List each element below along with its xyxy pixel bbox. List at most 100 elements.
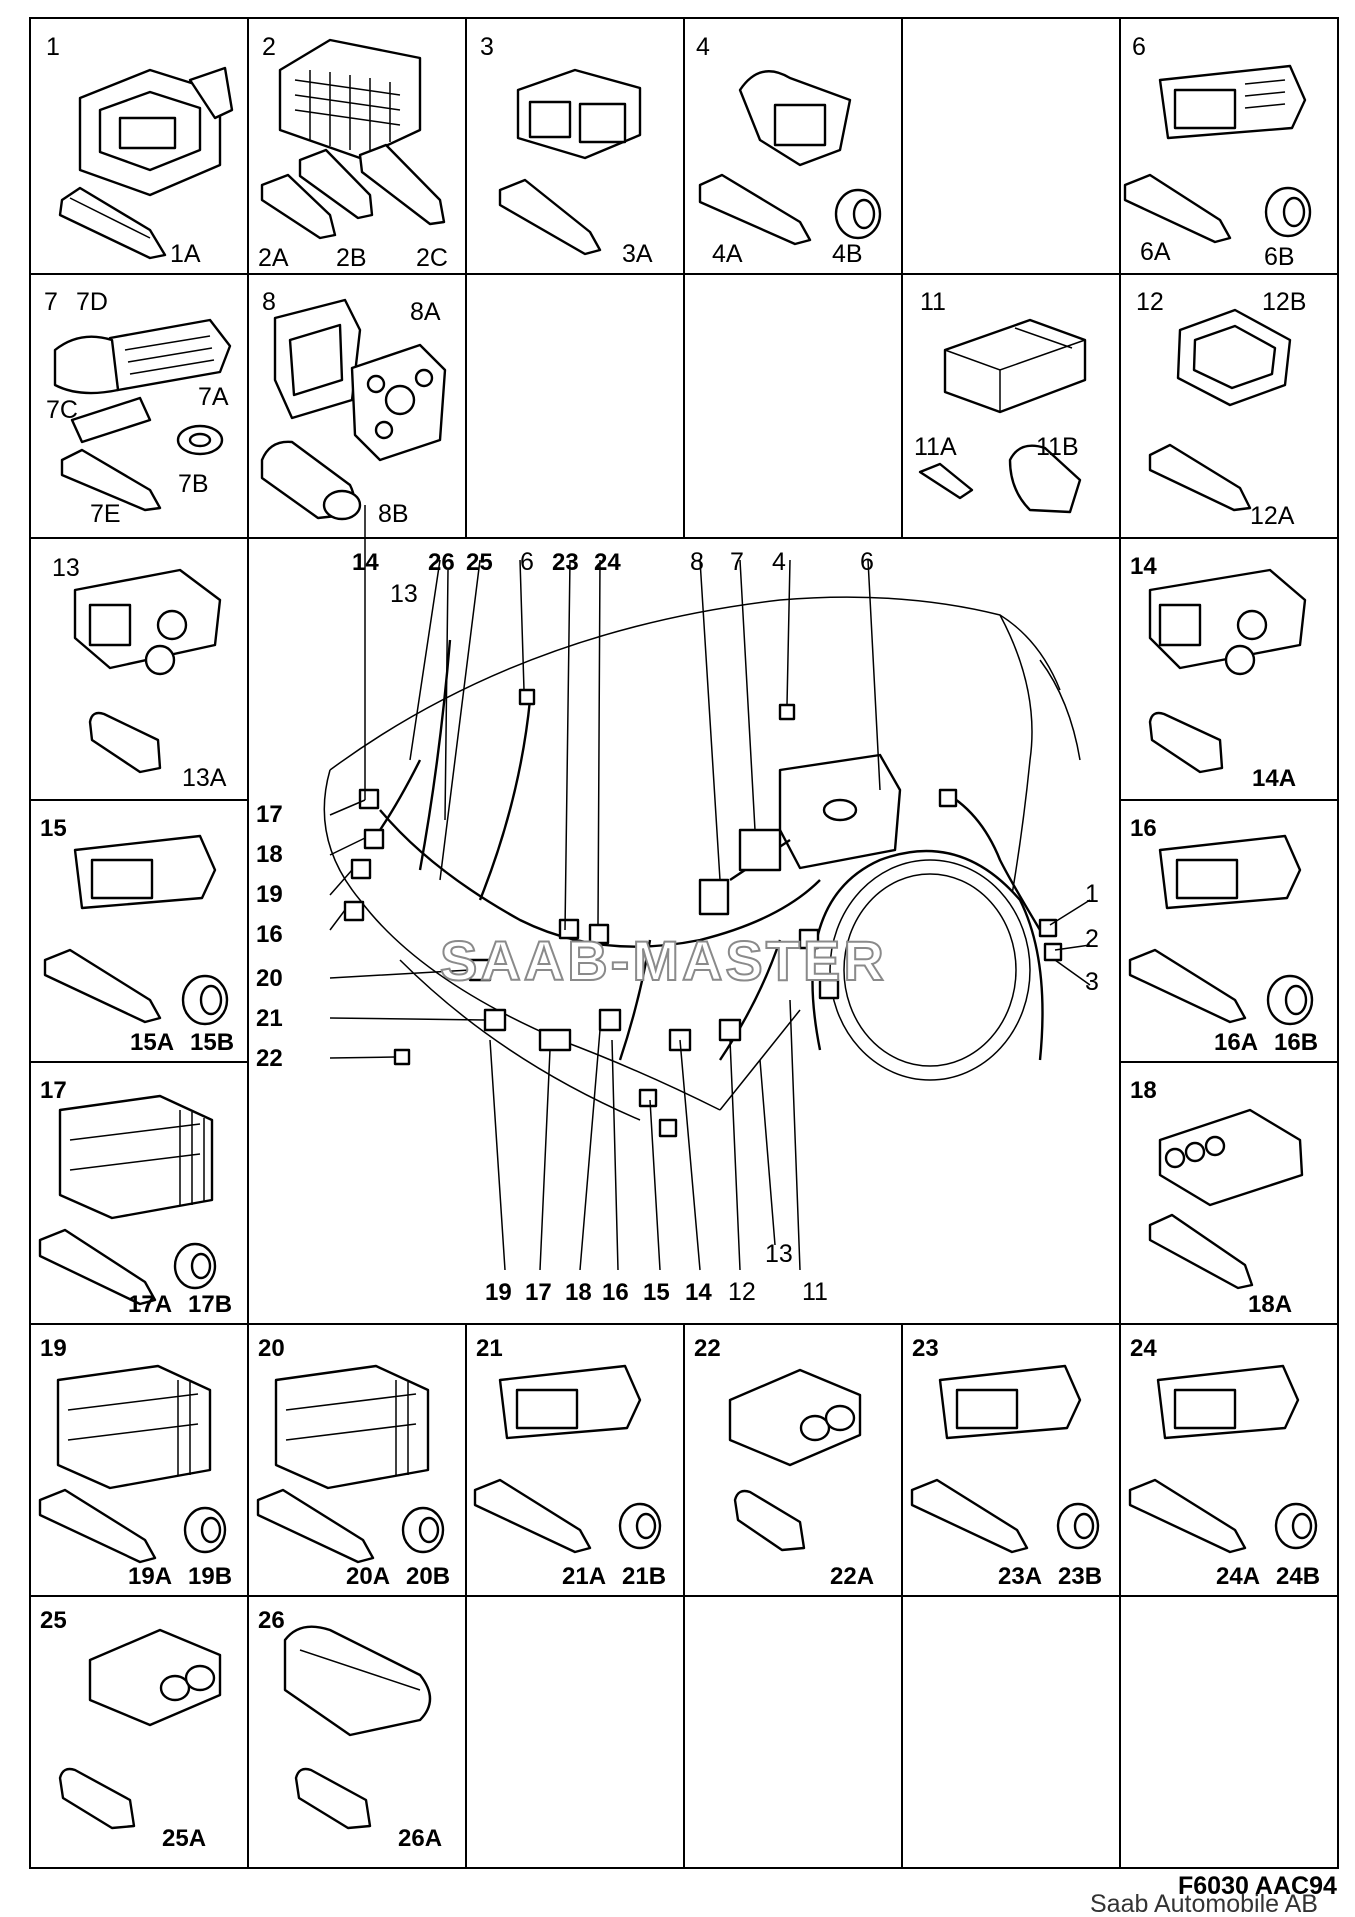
label-19b: 19B (188, 1563, 232, 1590)
label-7: 7 (44, 288, 58, 316)
label-19: 19 (40, 1335, 67, 1362)
label-7c: 7C (46, 396, 78, 424)
cell-24-frame (1119, 1323, 1339, 1597)
label-4a: 4A (712, 240, 743, 268)
connector-14-icon (1148, 568, 1307, 774)
label-17: 17 (40, 1077, 67, 1104)
callout-top-25: 25 (466, 549, 493, 576)
connector-18-icon (1148, 1108, 1304, 1290)
connector-26-icon (283, 1625, 432, 1830)
connector-13-icon (73, 568, 222, 774)
label-16b: 16B (1274, 1029, 1318, 1056)
cell-10-frame (683, 273, 903, 539)
label-15b: 15B (190, 1029, 234, 1056)
cell-25-frame (29, 1595, 249, 1869)
callout-left-18: 18 (256, 841, 283, 868)
connector-2-icon (260, 38, 446, 240)
part-labels: 1 1A 2 2A 2B 2C 3 3A 4 4A 4B 6 6A 6B 7 7… (40, 33, 1320, 1852)
callout-top-4: 4 (772, 548, 786, 576)
label-24b: 24B (1276, 1563, 1320, 1590)
callout-left-17: 17 (256, 801, 283, 828)
label-3a: 3A (622, 240, 653, 268)
label-6: 6 (1132, 33, 1146, 61)
callout-left-19: 19 (256, 881, 283, 908)
connector-17-icon (38, 1094, 217, 1306)
connector-1-icon (58, 66, 234, 260)
label-18a: 18A (1248, 1291, 1292, 1318)
callout-top-7: 7 (730, 548, 744, 576)
vehicle-harness-illustration (323, 505, 1091, 1271)
watermark: SAAB-MASTER (440, 929, 887, 992)
callout-left-21: 21 (256, 1005, 283, 1032)
label-8a: 8A (410, 298, 441, 326)
label-1: 1 (46, 33, 60, 61)
callout-right-3: 3 (1085, 968, 1099, 996)
callout-bottom-17: 17 (525, 1279, 552, 1306)
label-6b: 6B (1264, 243, 1295, 271)
label-23: 23 (912, 1335, 939, 1362)
label-17b: 17B (188, 1291, 232, 1318)
label-21b: 21B (622, 1563, 666, 1590)
cell-9-frame (465, 273, 685, 539)
label-16: 16 (1130, 815, 1157, 842)
callout-bottom-12: 12 (728, 1278, 756, 1306)
connector-11-icon (918, 318, 1087, 514)
callout-bottom-16: 16 (602, 1279, 629, 1306)
figure-code: F6030 AAC94 (1178, 1872, 1337, 1900)
callout-right-1: 1 (1085, 880, 1099, 908)
cell-23-frame (901, 1323, 1121, 1597)
connector-15-icon (43, 834, 229, 1026)
connector-3-icon (498, 68, 642, 256)
connector-8-icon (260, 298, 447, 521)
callout-bottom-15: 15 (643, 1279, 670, 1306)
callout-top-24: 24 (594, 549, 621, 576)
callout-right-2: 2 (1085, 925, 1099, 953)
label-20a: 20A (346, 1563, 390, 1590)
label-12a: 12A (1250, 502, 1295, 530)
label-7e: 7E (90, 500, 121, 528)
connector-12-icon (1148, 308, 1292, 512)
label-15a: 15A (130, 1029, 174, 1056)
label-21a: 21A (562, 1563, 606, 1590)
copyright: Saab Automobile AB (1090, 1890, 1318, 1917)
label-24a: 24A (1216, 1563, 1260, 1590)
label-4: 4 (696, 33, 710, 61)
connector-21-icon (473, 1364, 662, 1554)
callout-left-16: 16 (256, 921, 283, 948)
label-20b: 20B (406, 1563, 450, 1590)
label-18: 18 (1130, 1077, 1157, 1104)
callout-bottom-13: 13 (765, 1240, 793, 1268)
label-26: 26 (258, 1607, 285, 1634)
cell-30-frame (1119, 1595, 1339, 1869)
connector-23-icon (910, 1364, 1100, 1554)
label-26a: 26A (398, 1825, 442, 1852)
callout-bottom-18: 18 (565, 1279, 592, 1306)
label-22: 22 (694, 1335, 721, 1362)
cell-29-frame (901, 1595, 1121, 1869)
cell-21-frame (465, 1323, 685, 1597)
connector-drawings (38, 38, 1318, 1830)
label-14a: 14A (1252, 765, 1296, 792)
label-11b: 11B (1036, 433, 1079, 461)
connector-24-icon (1128, 1364, 1318, 1554)
label-7d: 7D (76, 288, 108, 316)
label-23a: 23A (998, 1563, 1042, 1590)
connector-19-icon (38, 1364, 227, 1564)
callout-left-22: 22 (256, 1045, 283, 1072)
callout-top-6b: 6 (860, 548, 874, 576)
label-14: 14 (1130, 553, 1157, 580)
label-25a: 25A (162, 1825, 206, 1852)
callout-top-26: 26 (428, 549, 455, 576)
label-22a: 22A (830, 1563, 874, 1590)
callout-bottom-19: 19 (485, 1279, 512, 1306)
label-19a: 19A (128, 1563, 172, 1590)
label-13a: 13A (182, 764, 227, 792)
cell-5-frame (901, 17, 1121, 275)
label-7b: 7B (178, 470, 209, 498)
label-17a: 17A (128, 1291, 172, 1318)
label-12: 12 (1136, 288, 1164, 316)
label-11: 11 (920, 288, 946, 316)
label-25: 25 (40, 1607, 67, 1634)
label-8: 8 (262, 288, 276, 316)
